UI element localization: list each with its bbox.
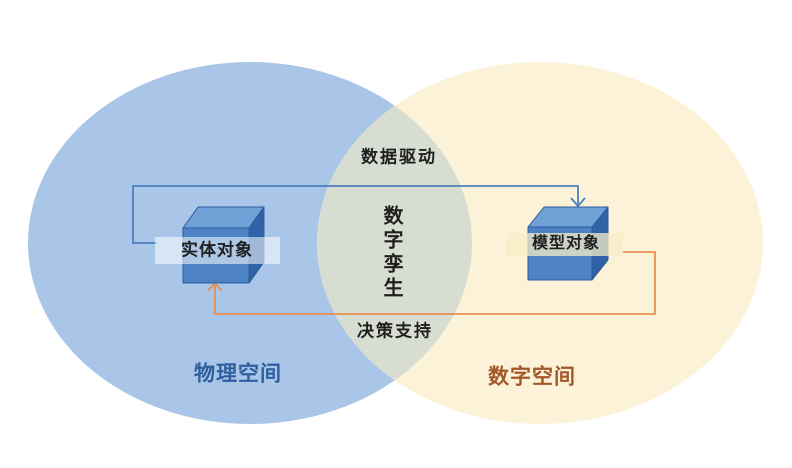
physical-object-label-band: [155, 237, 280, 264]
decision-support-label: 决策支持: [357, 321, 433, 341]
data-driven-arrowhead-icon: [570, 197, 586, 208]
digital-twin-center-label: 数字孪生: [380, 205, 402, 301]
physical-space-label: 物理空间: [194, 362, 282, 386]
data-driven-arrow: [132, 185, 586, 244]
model-object-label: 模型对象: [531, 235, 601, 252]
data-driven-line: [132, 185, 579, 244]
data-driven-label: 数据驱动: [361, 147, 437, 167]
digital-space-label: 数字空间: [488, 365, 576, 389]
decision-support-line: [214, 251, 656, 315]
model-object-label-band: [507, 233, 623, 256]
physical-object-label: 实体对象: [181, 240, 253, 260]
overlap-lens: [317, 62, 472, 424]
